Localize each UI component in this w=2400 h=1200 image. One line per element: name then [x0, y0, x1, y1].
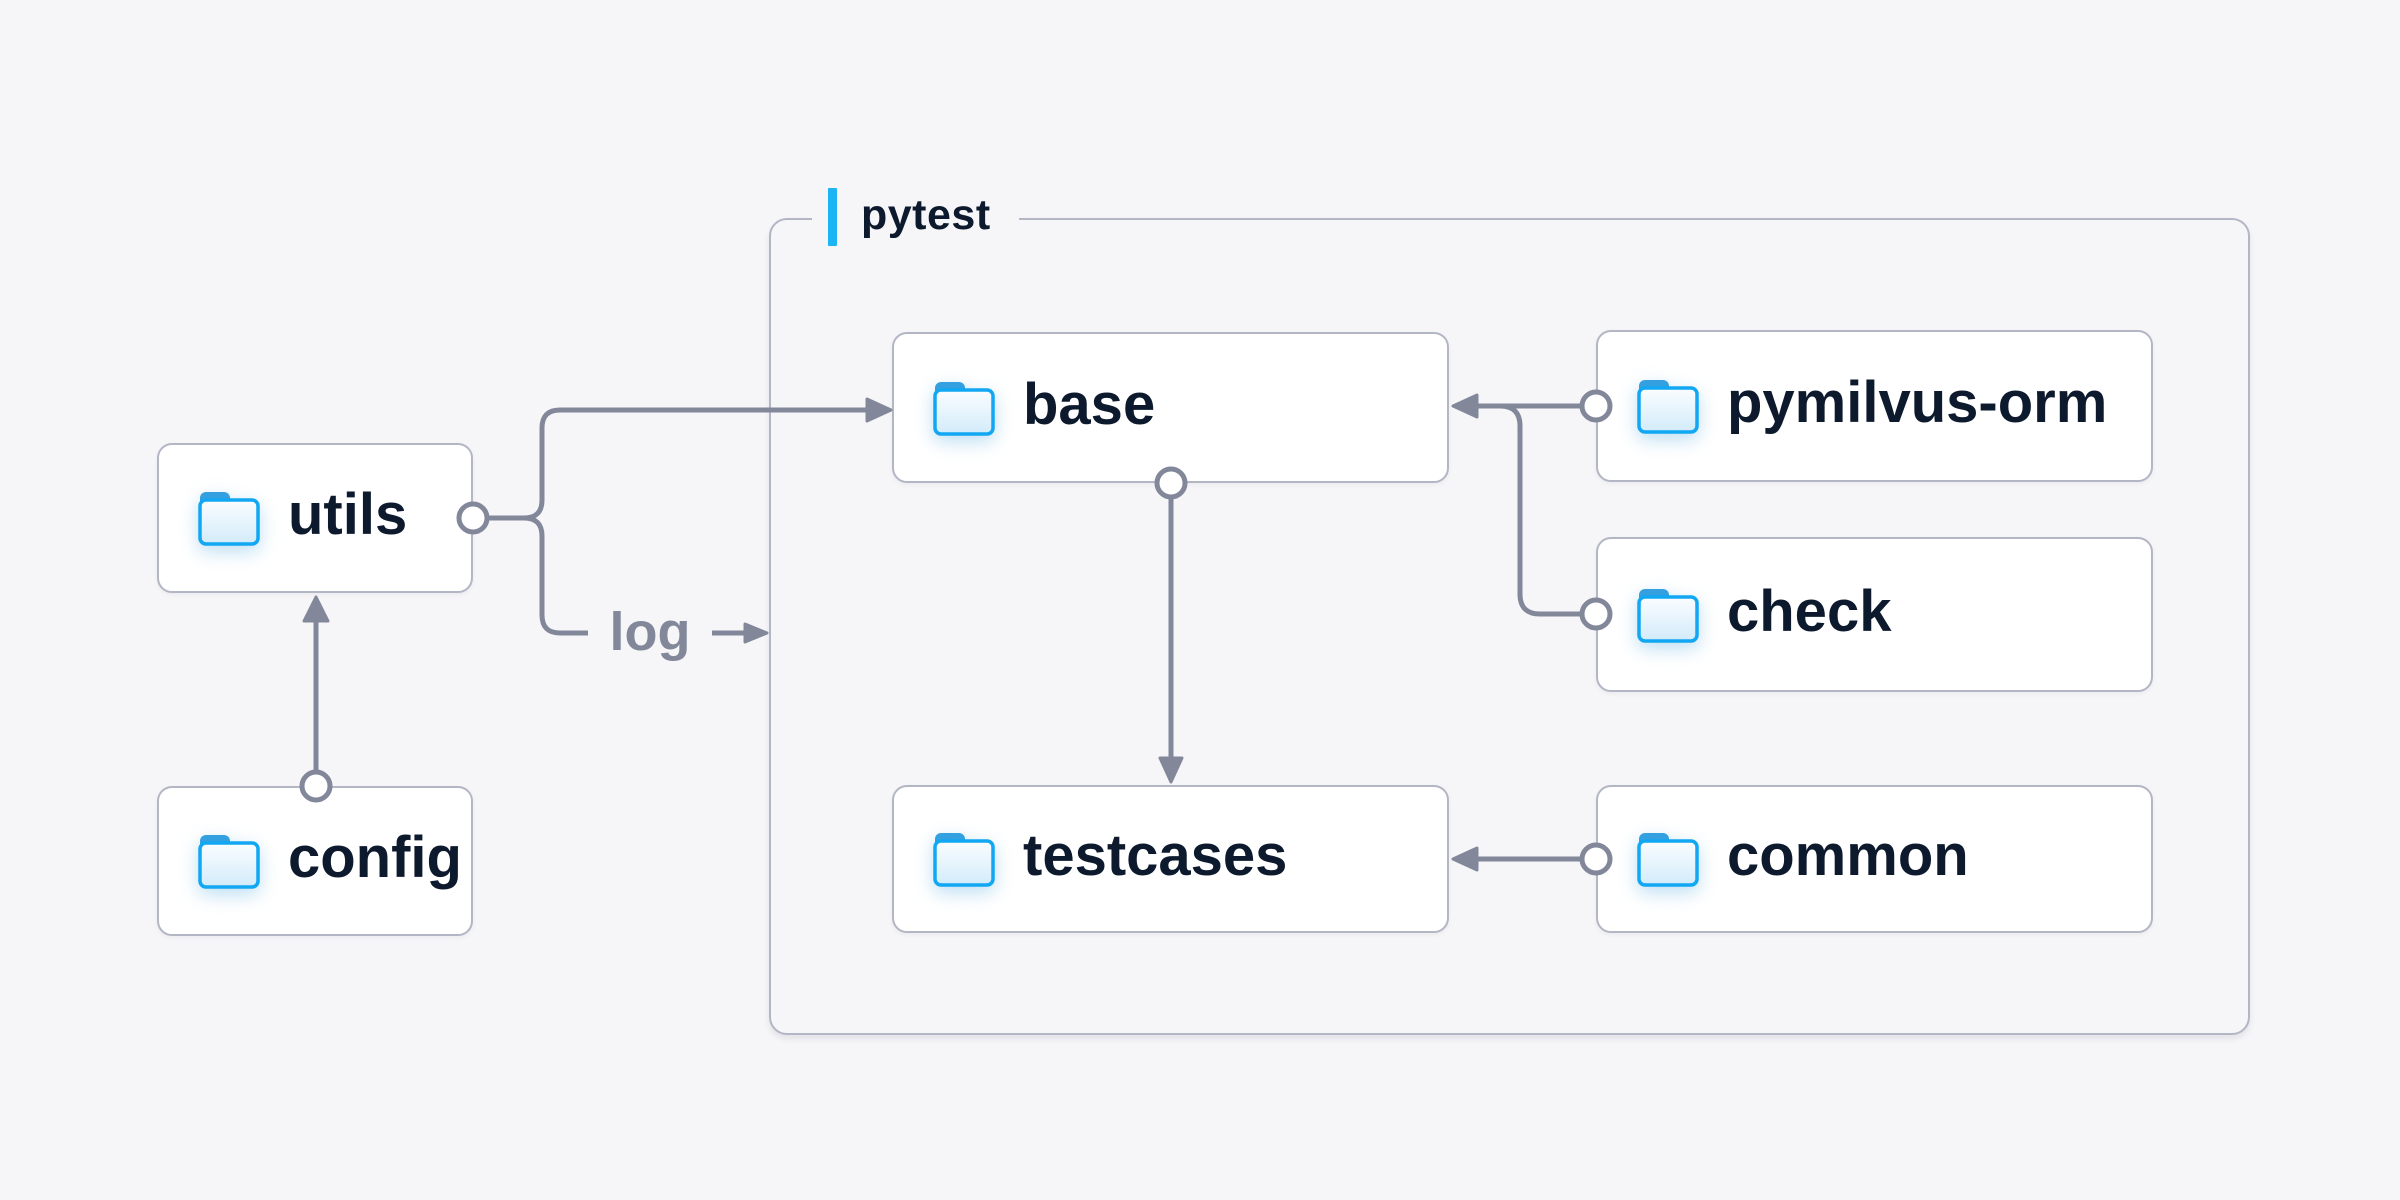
node-label: check	[1727, 578, 1892, 644]
arrowhead-right-small	[743, 622, 769, 644]
folder-icon	[1636, 586, 1700, 644]
node-check: check	[1596, 537, 2153, 692]
edge-label-log: log	[609, 602, 691, 662]
node-base: base	[892, 332, 1449, 483]
node-testcases: testcases	[892, 785, 1449, 933]
node-label: config	[288, 825, 462, 890]
node-label: base	[1023, 371, 1156, 437]
node-label: common	[1727, 823, 1969, 888]
node-config: config	[157, 786, 473, 936]
folder-icon	[197, 489, 261, 547]
arrowhead-up	[302, 595, 330, 623]
folder-icon	[932, 830, 996, 888]
folder-icon	[932, 379, 996, 437]
node-common: common	[1596, 785, 2153, 933]
group-accent-bar	[828, 188, 837, 246]
node-label: utils	[288, 482, 408, 547]
group-title: pytest	[861, 190, 991, 239]
pytest-group-label: pytest	[812, 187, 1019, 247]
node-label: testcases	[1023, 823, 1288, 888]
folder-icon	[1636, 377, 1700, 435]
folder-icon	[1636, 830, 1700, 888]
node-pymilvus-orm: pymilvus-orm	[1596, 330, 2153, 482]
node-label: pymilvus-orm	[1727, 370, 2108, 435]
folder-icon	[197, 832, 261, 890]
edge-config-utils	[302, 595, 330, 772]
node-utils: utils	[157, 443, 473, 593]
pytest-group-box	[769, 218, 2250, 1035]
